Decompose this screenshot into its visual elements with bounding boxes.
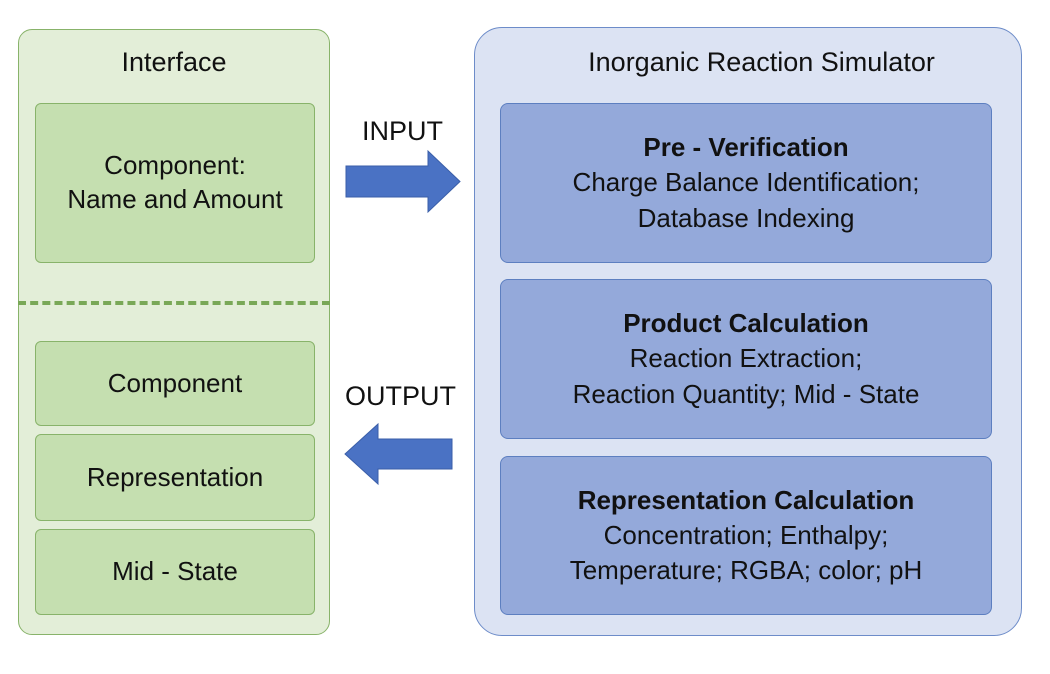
- pre-verification-line1: Charge Balance Identification;: [572, 167, 920, 198]
- interface-title: Interface: [121, 46, 227, 77]
- output-arrow: [344, 422, 453, 486]
- input-component-line1: Component:: [104, 150, 246, 181]
- pre-verification-box: Pre - Verification Charge Balance Identi…: [500, 103, 992, 263]
- output-mid-state-box: Mid - State: [35, 529, 315, 615]
- interface-divider: [18, 301, 330, 305]
- simulator-title: Inorganic Reaction Simulator: [588, 46, 935, 77]
- representation-calculation-line2: Temperature; RGBA; color; pH: [569, 555, 923, 586]
- product-calculation-line2: Reaction Quantity; Mid - State: [572, 378, 920, 409]
- representation-calculation-heading: Representation Calculation: [577, 484, 915, 515]
- pre-verification-heading: Pre - Verification: [643, 132, 849, 163]
- input-arrow: [345, 149, 461, 214]
- output-mid-state-label: Mid - State: [112, 556, 238, 587]
- representation-calculation-box: Representation Calculation Concentration…: [500, 456, 992, 615]
- input-component-line2: Name and Amount: [67, 184, 283, 214]
- output-representation-box: Representation: [35, 434, 315, 521]
- output-label: OUTPUT: [345, 380, 456, 411]
- pre-verification-line2: Database Indexing: [637, 202, 855, 233]
- output-component-box: Component: [35, 341, 315, 426]
- product-calculation-box: Product Calculation Reaction Extraction;…: [500, 279, 992, 439]
- product-calculation-line1: Reaction Extraction;: [629, 343, 863, 374]
- output-representation-label: Representation: [86, 461, 264, 492]
- input-component-box: Component: Name and Amount: [35, 103, 315, 263]
- input-label: INPUT: [362, 115, 443, 146]
- product-calculation-heading: Product Calculation: [623, 308, 869, 339]
- representation-calculation-line1: Concentration; Enthalpy;: [603, 519, 889, 550]
- output-component-label: Component: [107, 367, 243, 398]
